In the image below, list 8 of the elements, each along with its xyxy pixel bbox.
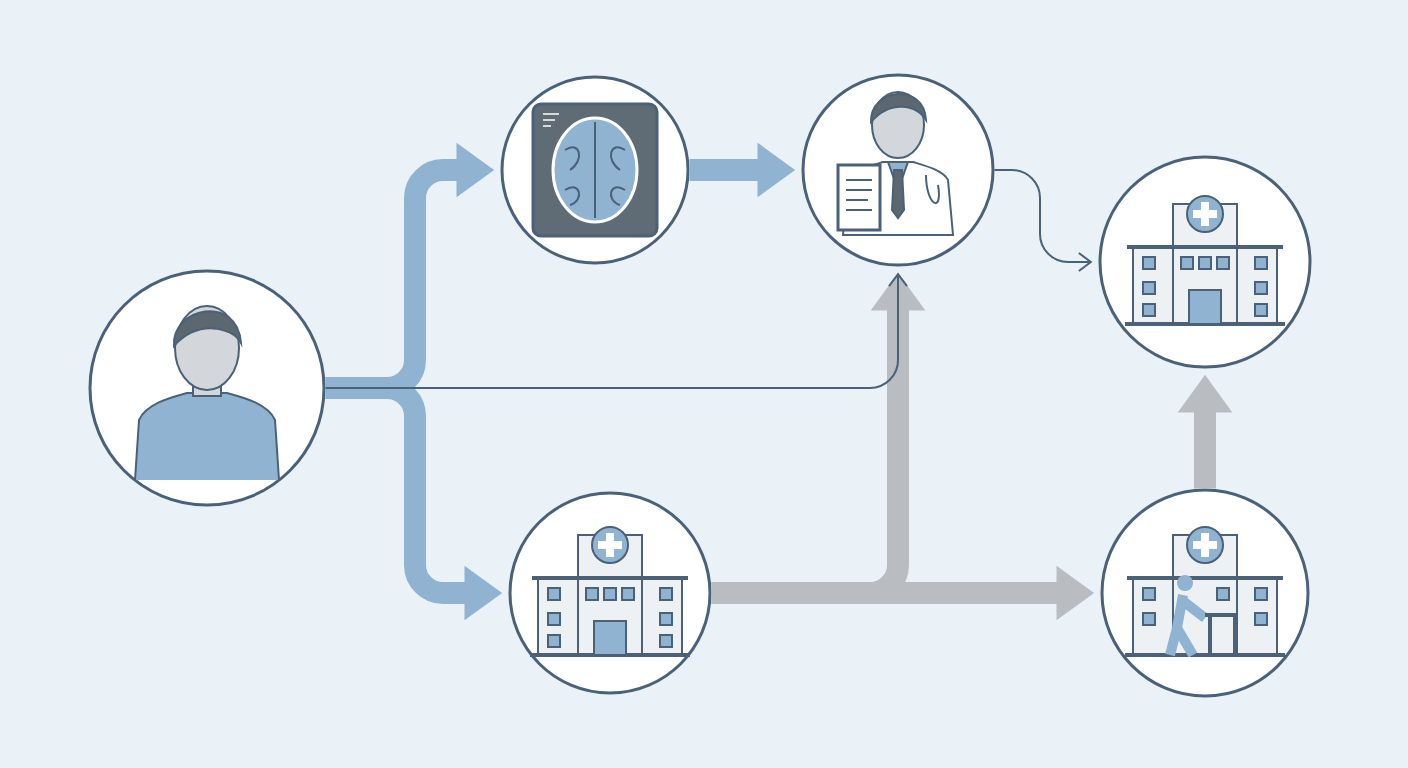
node-circle [1098,155,1312,369]
node-circle [500,75,690,265]
node-circle [1100,488,1310,698]
node-circle [88,269,326,507]
node-circle [801,73,995,267]
arrow [324,272,908,389]
arrow [993,169,1093,272]
node-circle [508,491,712,695]
